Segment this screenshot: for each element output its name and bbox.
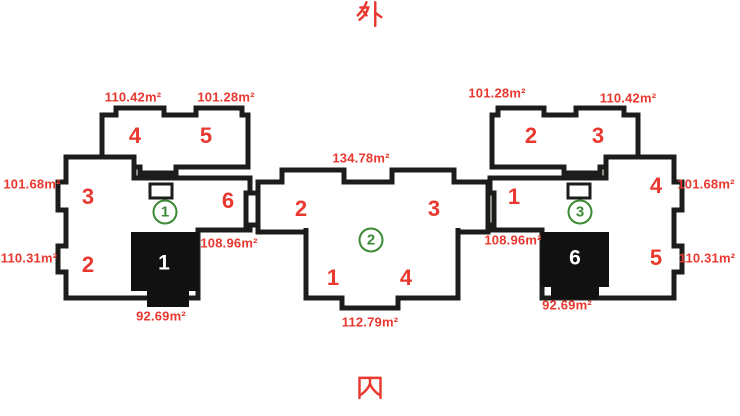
area-value: 134.78 [332, 150, 374, 166]
building1-unit6-number: 6 [221, 188, 235, 213]
building3-unit4-number: 4 [649, 173, 663, 198]
area-unit: m² [381, 314, 399, 330]
area-value: 101.28 [468, 85, 510, 101]
building3-unit2-number: 2 [524, 123, 538, 148]
area-value: 101.28 [197, 89, 239, 105]
area-unit: m² [639, 90, 657, 106]
building1-unit2-number: 2 [81, 252, 95, 277]
area-unit: m² [169, 308, 186, 324]
area-unit: m² [373, 150, 390, 166]
area-unit: m² [509, 85, 526, 101]
building1-unit3-number: 3 [81, 184, 95, 209]
area-value: 112.79 [341, 314, 382, 330]
building1-unit1-number: 1 [158, 251, 170, 275]
inside-character-icon [356, 374, 384, 407]
building1-badge: 1 [152, 199, 178, 225]
building2-unit1-number: 1 [326, 265, 340, 290]
area-value: 110.42 [104, 89, 145, 105]
building3-unit6-area: 92.69m² [542, 299, 592, 312]
building-2-upper-bar [255, 167, 491, 235]
building3-unit5-area: 110.31m² [679, 252, 736, 265]
area-value: 110.42 [599, 90, 640, 106]
building2-unit2-number: 2 [294, 196, 308, 221]
building1-unit2-area: 110.31m² [1, 252, 58, 265]
area-value: 101.68 [677, 176, 719, 192]
area-value: 101.68 [3, 176, 45, 192]
area-unit: m² [144, 89, 162, 105]
building3-unit4-area: 101.68m² [677, 178, 734, 191]
area-value: 108.96 [484, 232, 526, 248]
area-value: 92.69 [136, 308, 170, 324]
building1-unit5-area: 101.28m² [197, 91, 254, 104]
outside-character-icon [356, 1, 384, 34]
area-unit: m² [44, 176, 61, 192]
building3-unit6-number: 6 [569, 246, 581, 270]
area-unit: m² [575, 297, 592, 313]
building3-unit5-number: 5 [649, 245, 663, 270]
building2-area-bottom: 112.79m² [342, 316, 399, 329]
building-3-unit-6-filled-box [541, 232, 609, 299]
area-value: 92.69 [542, 297, 576, 313]
building3-unit1-area: 108.96m² [484, 234, 541, 247]
area-unit: m² [718, 176, 735, 192]
area-unit: m² [525, 232, 542, 248]
area-value: 110.31 [0, 250, 41, 266]
building-1-top-block [99, 105, 251, 176]
building3-unit2-area: 101.28m² [468, 87, 525, 100]
building-2-lower-block [303, 228, 461, 311]
building3-badge: 3 [567, 199, 593, 225]
building1-unit3-area: 101.68m² [3, 178, 60, 191]
area-unit: m² [40, 250, 58, 266]
building3-unit3-area: 110.42m² [600, 92, 657, 105]
building3-unit3-number: 3 [591, 123, 605, 148]
building-1-unit-1-filled-box [131, 232, 199, 307]
building-1-balcony-detail [148, 182, 174, 200]
building-3-balcony-detail [566, 182, 592, 200]
building-3-top-block [489, 105, 641, 176]
building2-area-top: 134.78m² [332, 152, 389, 165]
building1-unit4-number: 4 [128, 123, 142, 148]
building3-unit1-number: 1 [507, 184, 521, 209]
area-unit: m² [718, 250, 736, 266]
building2-unit4-number: 4 [399, 265, 413, 290]
building1-unit5-number: 5 [199, 123, 213, 148]
building-3-lower-mass [487, 154, 685, 301]
building2-unit3-number: 3 [427, 196, 441, 221]
building1-unit1-area: 92.69m² [136, 310, 186, 323]
building1-unit4-area: 110.42m² [105, 91, 162, 104]
building-1-lower-mass [55, 154, 253, 301]
area-unit: m² [238, 89, 255, 105]
area-unit: m² [241, 235, 258, 251]
area-value: 110.31 [678, 250, 719, 266]
building2-badge: 2 [358, 227, 384, 253]
building1-unit6-area: 108.96m² [200, 237, 257, 250]
area-value: 108.96 [200, 235, 242, 251]
